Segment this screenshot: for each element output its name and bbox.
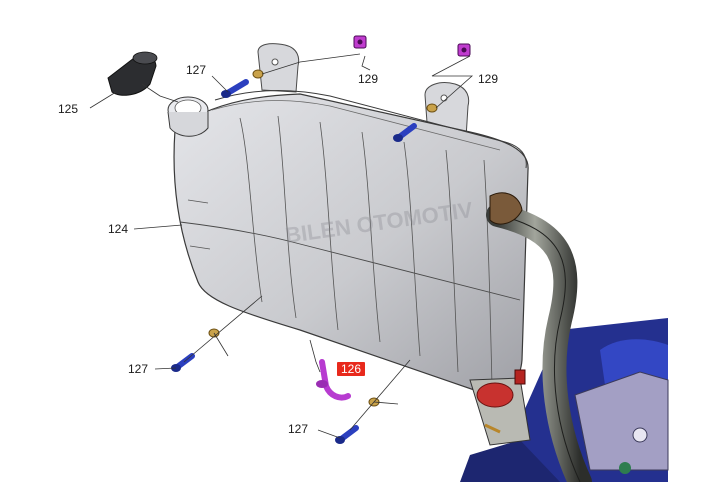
callout-127-top[interactable]: 127 <box>186 63 207 77</box>
callout-124[interactable]: 124 <box>108 222 129 236</box>
bolt-127-bottom <box>335 425 359 444</box>
drain-elbow-126 <box>316 359 351 401</box>
outlet-fitting <box>469 369 531 446</box>
bolt-mid <box>393 123 417 142</box>
callout-126-highlighted[interactable]: 126 <box>337 362 366 376</box>
coolant-expansion-tank <box>167 90 529 393</box>
callout-125[interactable]: 125 <box>58 102 79 116</box>
callout-129-right[interactable]: 129 <box>478 72 499 86</box>
bolt-127-top <box>221 79 249 98</box>
clip-nut-129-right <box>457 43 471 57</box>
leader-lines <box>89 53 474 439</box>
engine-block <box>460 318 669 482</box>
clip-nut-129-left <box>353 35 367 49</box>
callout-129-left[interactable]: 129 <box>358 72 379 86</box>
coolant-hose <box>486 192 592 487</box>
callout-127-left[interactable]: 127 <box>128 362 149 376</box>
callout-127-bottom[interactable]: 127 <box>288 422 309 436</box>
mounting-bracket-left <box>257 43 300 93</box>
